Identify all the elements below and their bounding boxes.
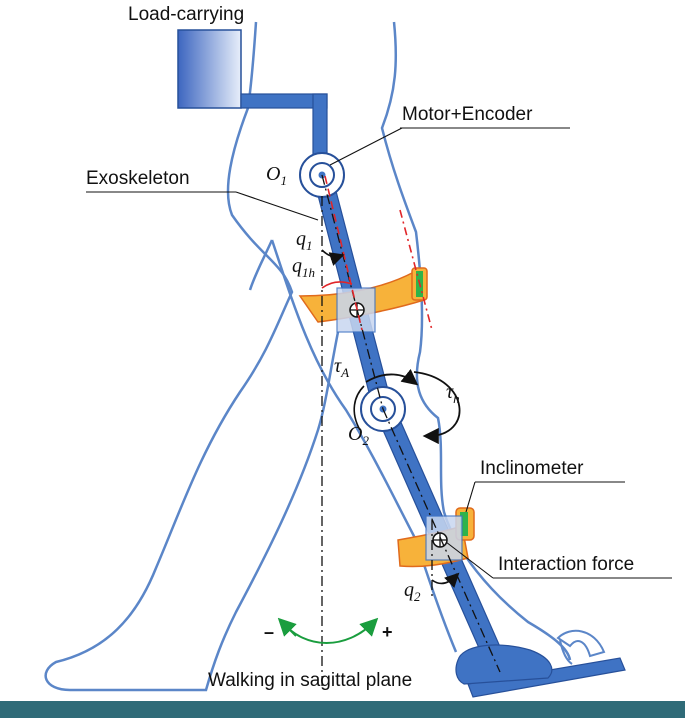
back-leg-outline: [44, 107, 340, 692]
q1-symbol: q1: [296, 228, 313, 253]
toe-strap: [556, 629, 606, 658]
human-thigh-front-axis: [399, 209, 433, 331]
toe-strap-inner: [559, 639, 573, 665]
tau-a-arrow: [365, 368, 419, 386]
walking-label: Walking in sagittal plane: [208, 670, 412, 691]
interaction-force-leader: [445, 541, 494, 579]
shank-axis-line: [382, 408, 501, 673]
plus-sign: +: [382, 622, 393, 642]
o1-symbol: O1: [266, 163, 287, 188]
front-leg-outline-rear: [270, 239, 458, 653]
exoskeleton-label: Exoskeleton: [86, 168, 190, 189]
tau-h-arrow: [413, 371, 461, 445]
heel-cup: [455, 644, 553, 685]
load-carrying-label: Load-carrying: [128, 4, 244, 25]
shank-force-sensor-cross: [433, 533, 447, 547]
tau-h-symbol: τh: [446, 381, 460, 406]
knee-sweep-arc: [353, 385, 365, 431]
minus-sign: –: [264, 622, 274, 642]
walking-arc-start-arrow: [277, 617, 297, 637]
q1-arc: [321, 249, 345, 266]
walking-arc: [281, 617, 379, 644]
q1h-symbol: q1h: [292, 255, 315, 280]
motor-leader: [329, 127, 403, 166]
exoskeleton-leader-diag: [235, 191, 319, 221]
tau-a-symbol: τA: [334, 355, 349, 380]
q2-symbol: q2: [404, 579, 421, 604]
ground-strip: [0, 701, 685, 718]
q1h-arc: [321, 281, 353, 289]
inclinometer-label: Inclinometer: [480, 458, 584, 479]
q2-arc: [431, 572, 460, 588]
load-carrying-box: [177, 29, 242, 109]
inclinometer-leader: [465, 481, 476, 513]
load-connector-vertical: [312, 93, 328, 157]
back-leg-front-edge: [248, 239, 274, 291]
motor-encoder-label: Motor+Encoder: [402, 104, 533, 125]
o2-symbol: O2: [348, 423, 369, 448]
shank-inclinometer: [460, 512, 468, 536]
interaction-force-label: Interaction force: [498, 554, 634, 575]
